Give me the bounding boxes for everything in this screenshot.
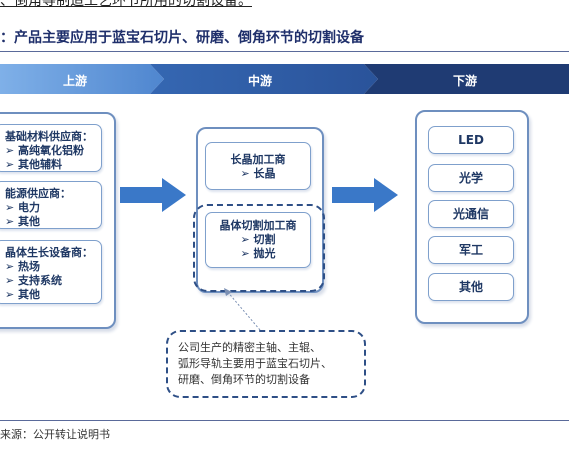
supplier-group-equipment: 晶体生长设备商： ➢ 热场 ➢ 支持系统 ➢ 其他	[0, 240, 102, 304]
group-item: ➢ 其他	[5, 288, 41, 301]
downstream-item-optical-comm: 光通信	[428, 200, 514, 228]
group-item: ➢ 其他	[5, 215, 41, 228]
stage-upstream-label: 上游	[62, 74, 87, 88]
bottom-rule	[0, 420, 569, 421]
title-rule	[0, 51, 569, 52]
downstream-item-military: 军工	[428, 236, 514, 264]
downstream-segment	[364, 64, 569, 94]
crystal-processor-item: ➢ 长晶	[240, 167, 276, 180]
stage-midstream-label: 中游	[247, 74, 272, 88]
midstream-segment	[150, 64, 378, 94]
cutting-processor-item: ➢ 抛光	[240, 247, 276, 260]
source-note: 来源：公开转让说明书	[0, 428, 110, 441]
downstream-item-led: LED	[428, 126, 514, 154]
group-title: 基础材料供应商：	[5, 130, 93, 143]
note-line: 公司生产的精密主轴、主辊、	[178, 341, 321, 354]
callout-connector	[224, 288, 261, 331]
downstream-item-other: 其他	[428, 273, 514, 301]
upstream-segment	[0, 64, 164, 94]
cutting-processor-item: ➢ 切割	[240, 233, 276, 246]
group-item: ➢ 电力	[5, 201, 41, 214]
group-title: 晶体生长设备商：	[5, 246, 93, 259]
downstream-item-optics: 光学	[428, 164, 514, 192]
supplier-group-energy: 能源供应商： ➢ 电力 ➢ 其他	[0, 181, 102, 229]
figure-title: ：产品主要应用于蓝宝石切片、研磨、倒角环节的切割设备	[0, 30, 364, 46]
group-item: ➢ 热场	[5, 260, 41, 273]
stage-downstream-label: 下游	[452, 74, 477, 88]
header-fragment: 、倒角等制造工艺环节所用的切割设备。	[0, 0, 252, 9]
stage-bar	[0, 64, 569, 94]
highlight-dashed-frame	[193, 204, 325, 292]
group-item: ➢ 支持系统	[5, 274, 63, 287]
cutting-processor-box: 晶体切割加工商 ➢ 切割 ➢ 抛光	[205, 212, 311, 268]
group-item: ➢ 高纯氧化铝粉	[5, 144, 85, 157]
arrow-right-icon	[332, 178, 398, 212]
supplier-group-materials: 基础材料供应商： ➢ 高纯氧化铝粉 ➢ 其他辅料	[0, 124, 102, 172]
note-line: 研磨、倒角环节的切割设备	[178, 373, 310, 386]
crystal-processor-box: 长晶加工商 ➢ 长晶	[205, 142, 311, 190]
note-callout: 公司生产的精密主轴、主辊、 弧形导轨主要用于蓝宝石切片、 研磨、倒角环节的切割设…	[166, 330, 366, 398]
crystal-processor-title: 长晶加工商	[230, 153, 286, 166]
note-line: 弧形导轨主要用于蓝宝石切片、	[178, 357, 332, 370]
group-item: ➢ 其他辅料	[5, 158, 63, 171]
group-title: 能源供应商：	[5, 187, 71, 200]
arrow-right-icon	[120, 178, 186, 212]
cutting-processor-title: 晶体切割加工商	[219, 219, 297, 232]
